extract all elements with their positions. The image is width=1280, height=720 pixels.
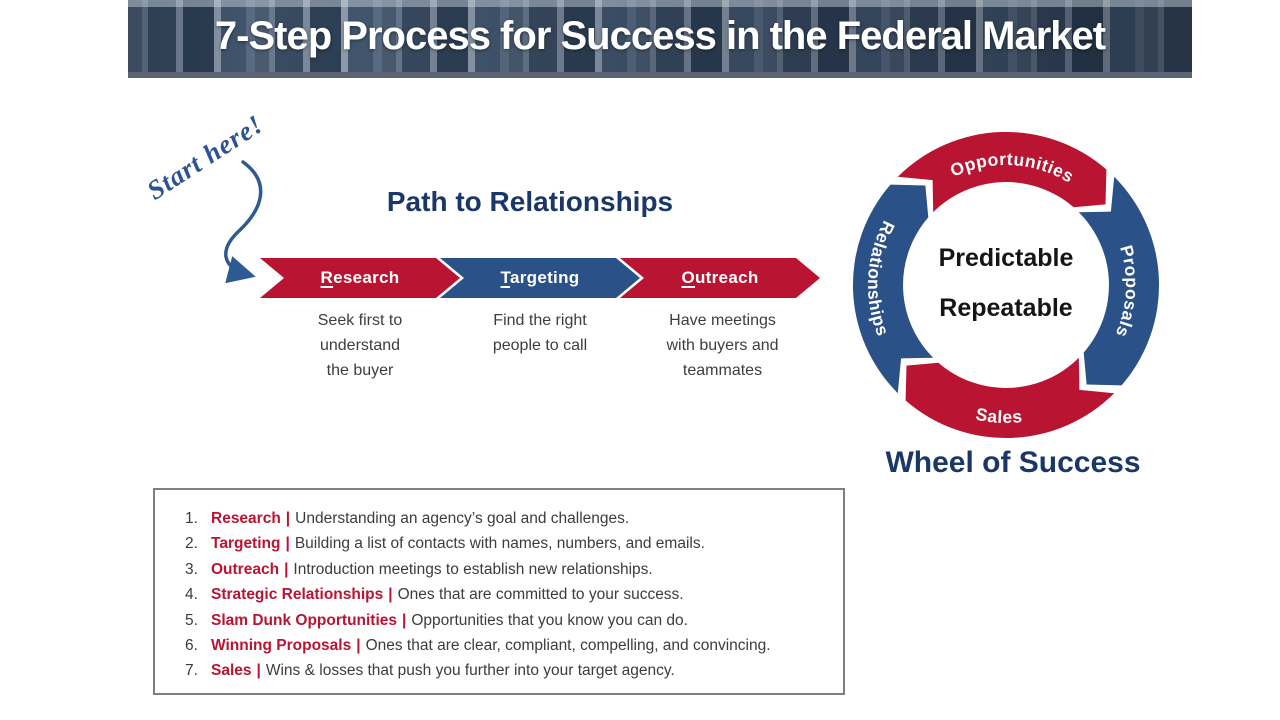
list-item: 7. Sales|Wins & losses that push you furt… — [185, 658, 833, 683]
wheel-segment-relationships — [852, 184, 934, 394]
list-item: 6. Winning Proposals|Ones that are clear,… — [185, 633, 833, 658]
list-item: 2. Targeting|Building a list of contacts … — [185, 531, 833, 556]
item-number: 6. — [185, 637, 198, 655]
wheel-segment-opportunities — [897, 131, 1107, 213]
chevron-targeting: Targeting — [440, 258, 640, 298]
list-item: 4. Strategic Relationships|Ones that are … — [185, 582, 833, 607]
outreach-description: Have meetings with buyers and teammates — [666, 312, 779, 379]
item-term: Sales — [211, 662, 252, 680]
path-title: Path to Relationships — [386, 186, 674, 217]
item-number: 3. — [185, 560, 198, 578]
item-number: 4. — [185, 586, 198, 604]
item-separator: | — [256, 662, 261, 680]
item-description: Understanding an agency’s goal and chall… — [295, 510, 630, 527]
chevron-research: Research — [260, 258, 460, 298]
research-description: Seek first to understand the buyer — [317, 312, 403, 379]
curved-arrow-icon — [224, 160, 263, 284]
wheel-of-success-diagram: OpportunitiesProposalsSalesRelationships… — [852, 131, 1160, 439]
item-number: 1. — [185, 510, 198, 527]
wheel-title: Wheel of Success — [885, 446, 1141, 479]
item-term: Winning Proposals — [211, 637, 352, 655]
slide-title: 7-Step Process for Success in the Federa… — [214, 13, 1106, 58]
item-description: Opportunities that you know you can do. — [411, 611, 688, 629]
wheel-center-text: Repeatable — [939, 294, 1072, 322]
wheel-segment-label: Sales — [974, 404, 1023, 427]
item-description: Building a list of contacts with names, … — [294, 535, 705, 553]
item-number: 7. — [185, 662, 198, 680]
chevron-outreach: Outreach — [620, 258, 820, 298]
title-banner: 7-Step Process for Success in the Federa… — [128, 0, 1192, 78]
wheel-segment-proposals — [1078, 176, 1160, 386]
targeting-description: Find the right people to call — [492, 312, 588, 354]
item-description: Ones that are committed to your success. — [397, 586, 684, 604]
item-description: Ones that are clear, compliant, compelli… — [365, 637, 771, 655]
item-term: Research — [211, 510, 281, 527]
item-number: 2. — [185, 535, 198, 553]
item-term: Targeting — [211, 535, 281, 553]
item-description: Wins & losses that push you further into… — [265, 662, 675, 680]
wheel-segment-sales — [905, 357, 1115, 439]
wheel-center-text: Predictable — [939, 244, 1074, 272]
chevron-targeting-label: Targeting — [500, 268, 580, 287]
chevron-research-label: Research — [320, 268, 400, 287]
list-item: 3. Outreach|Introduction meetings to esta… — [185, 557, 833, 582]
list-item: 5. Slam Dunk Opportunities|Opportunities … — [185, 608, 833, 633]
item-separator: | — [356, 637, 361, 655]
item-term: Strategic Relationships — [211, 586, 384, 604]
item-separator: | — [284, 560, 289, 578]
item-separator: | — [402, 611, 407, 629]
item-number: 5. — [185, 611, 198, 629]
item-term: Outreach — [211, 560, 280, 578]
item-separator: | — [285, 510, 291, 527]
chevron-outreach-label: Outreach — [681, 268, 759, 287]
list-item: 1. Research|Understanding an agency’s goa… — [185, 506, 833, 531]
item-term: Slam Dunk Opportunities — [211, 611, 398, 629]
item-separator: | — [388, 586, 393, 604]
seven-step-list: 1.Research|Understanding an agency’s goa… — [153, 488, 845, 695]
item-description: Introduction meetings to establish new r… — [293, 560, 653, 578]
item-separator: | — [285, 535, 290, 553]
